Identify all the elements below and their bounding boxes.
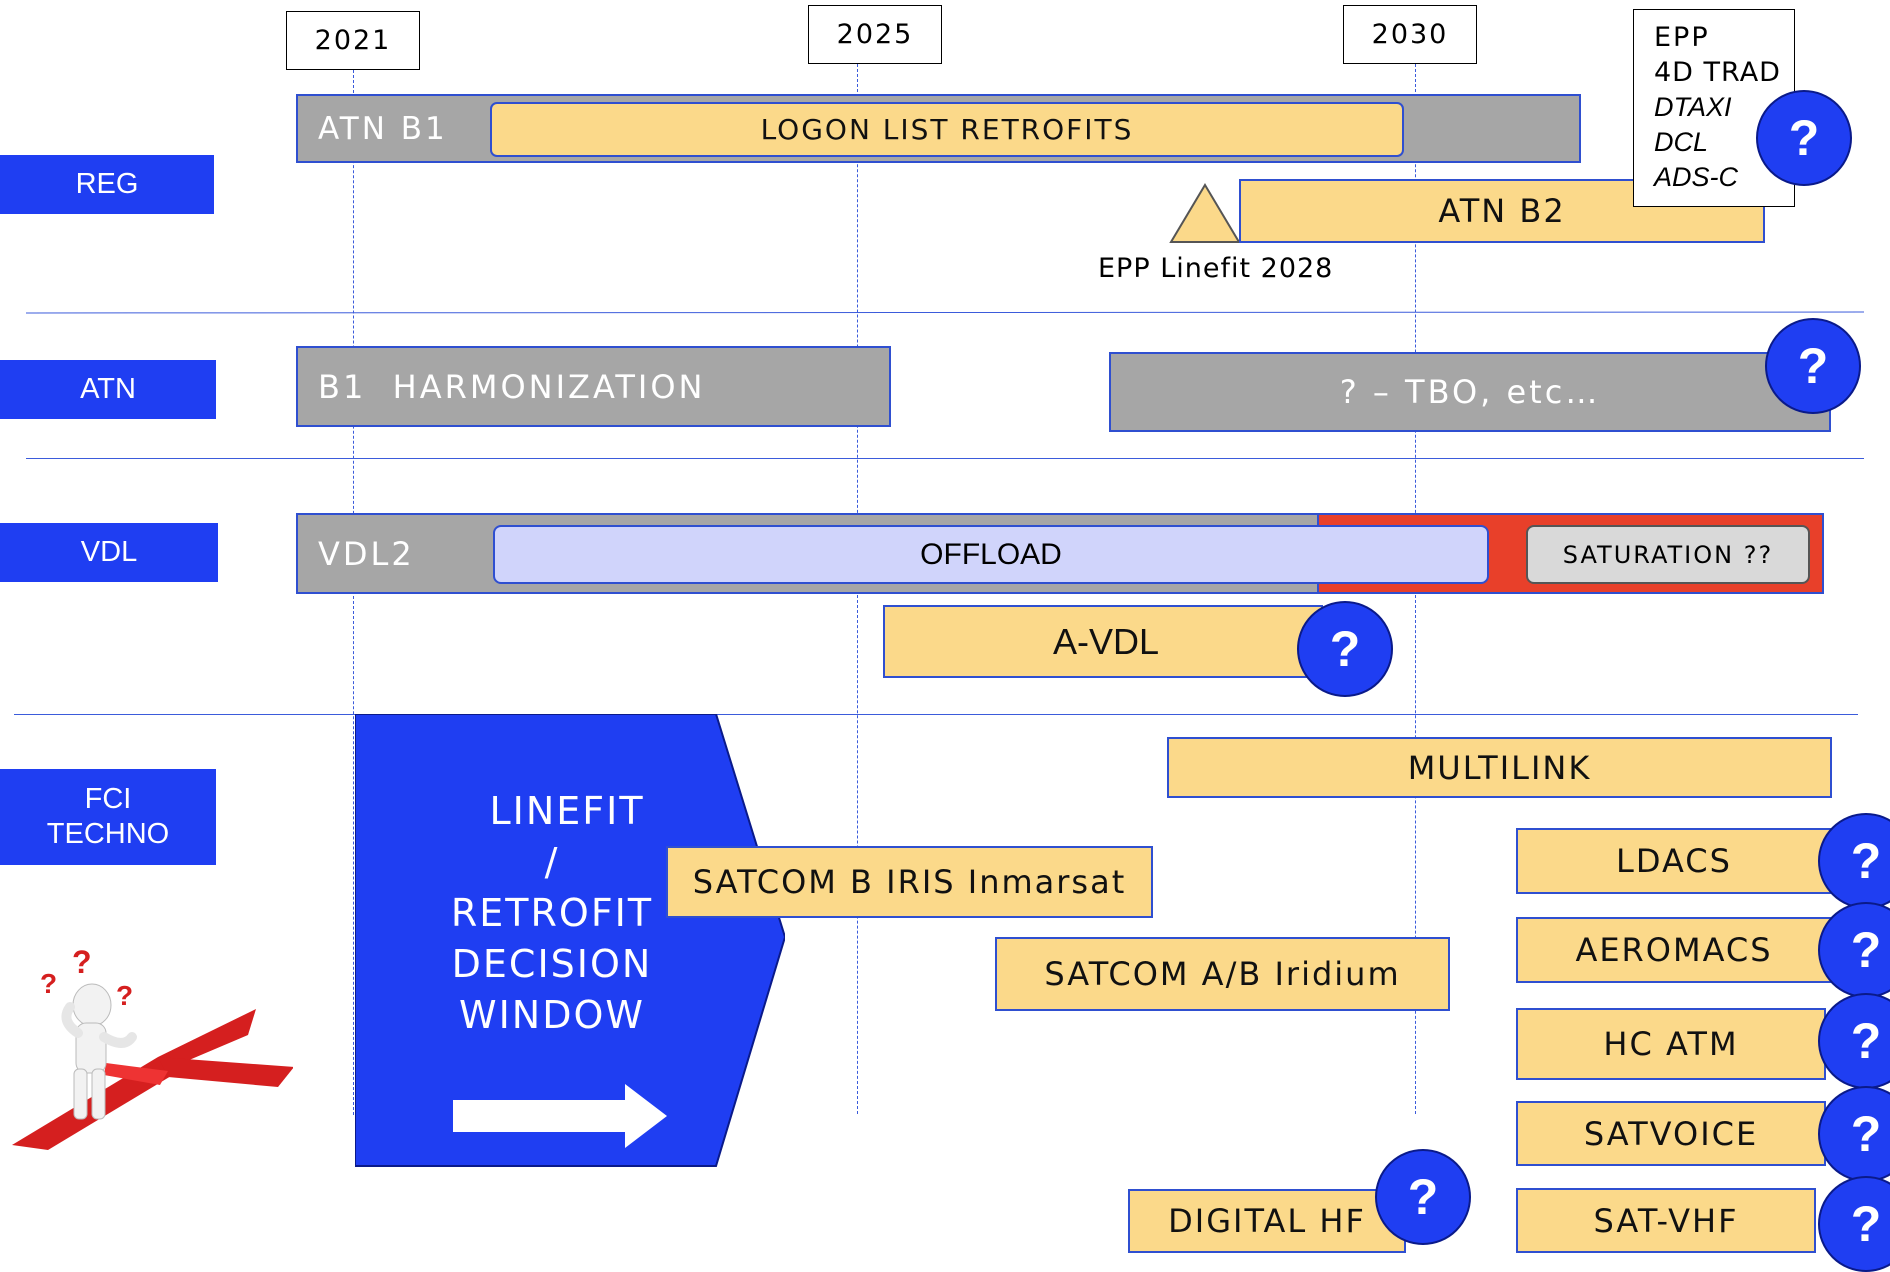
lane-label-vdl: VDL xyxy=(0,523,218,582)
linefit-text: LINEFIT xyxy=(489,789,645,833)
lane-label-reg: REG xyxy=(0,155,214,214)
decision-window-text: LINEFIT / RETROFIT DECISION WINDOW xyxy=(420,786,684,1041)
atn-b1-label: ATN B1 xyxy=(318,110,448,147)
slash-text: / xyxy=(544,840,560,884)
question-icon-avdl: ? xyxy=(1297,601,1393,697)
epp-label: EPP xyxy=(1654,22,1710,53)
separator-reg-atn xyxy=(25,311,1865,314)
year-2030: 2030 xyxy=(1343,5,1477,64)
question-icon-epp: ? xyxy=(1756,90,1852,186)
question-icon-hc-atm: ? xyxy=(1818,993,1890,1089)
b1-harmonization-label: B1 HARMONIZATION xyxy=(318,367,706,406)
tbo-bar: ? – TBO, etc… xyxy=(1109,352,1831,432)
aeromacs-bar: AEROMACS xyxy=(1516,917,1832,983)
offload-label: OFFLOAD xyxy=(920,537,1062,571)
atn-b2-bar: ATN B2 xyxy=(1239,179,1765,243)
decision-text: DECISION xyxy=(451,942,653,986)
question-icon-aeromacs: ? xyxy=(1818,902,1890,998)
ads-c-label: ADS-C xyxy=(1654,162,1739,192)
4d-trad-label: 4D TRAD xyxy=(1654,57,1781,88)
lane-label-fci-techno: FCI TECHNO xyxy=(0,769,216,865)
vdl2-label: VDL2 xyxy=(318,534,415,573)
dcl-label: DCL xyxy=(1654,127,1709,157)
b1-harmonization-bar: B1 HARMONIZATION xyxy=(296,346,891,427)
question-icon-sat-vhf: ? xyxy=(1818,1176,1890,1272)
satcom-b-iris-inmarsat-bar: SATCOM B IRIS Inmarsat xyxy=(666,846,1153,918)
a-vdl-label: A-VDL xyxy=(1053,620,1160,662)
dtaxi-label: DTAXI xyxy=(1654,92,1732,122)
separator-atn-vdl xyxy=(26,458,1864,459)
year-2021: 2021 xyxy=(286,11,420,70)
digital-hf-bar: DIGITAL HF xyxy=(1128,1189,1406,1253)
separator-vdl-fci xyxy=(14,714,1858,715)
hc-atm-bar: HC ATM xyxy=(1516,1008,1826,1080)
decision-window-arrow xyxy=(355,714,785,1167)
svg-text:?: ? xyxy=(40,968,57,999)
sat-vhf-bar: SAT-VHF xyxy=(1516,1188,1816,1253)
question-icon-ldacs: ? xyxy=(1818,813,1890,909)
epp-linefit-triangle xyxy=(1169,183,1241,243)
ldacs-bar: LDACS xyxy=(1516,828,1832,894)
multilink-bar: MULTILINK xyxy=(1167,737,1832,798)
window-text: WINDOW xyxy=(459,993,645,1037)
lane-label-atn: ATN xyxy=(0,360,216,419)
question-icon-tbo: ? xyxy=(1765,318,1861,414)
a-vdl-bar: A-VDL xyxy=(883,605,1323,678)
logon-list-retrofits-bar: LOGON LIST RETROFITS xyxy=(490,102,1404,157)
retrofit-text: RETROFIT xyxy=(450,891,654,935)
satvoice-bar: SATVOICE xyxy=(1516,1101,1826,1166)
tbo-label: ? – TBO, etc… xyxy=(1339,373,1601,411)
epp-linefit-label: EPP Linefit 2028 xyxy=(1098,253,1334,284)
question-icon-digital-hf: ? xyxy=(1375,1149,1471,1245)
saturation-label: SATURATION ?? xyxy=(1562,540,1774,569)
crossroads-figure-illustration: ? ? ? xyxy=(12,945,293,1150)
offload-bar: OFFLOAD xyxy=(493,525,1489,584)
svg-text:?: ? xyxy=(72,945,92,980)
question-icon-satvoice: ? xyxy=(1818,1086,1890,1182)
svg-text:?: ? xyxy=(116,980,133,1011)
satcom-ab-iridium-bar: SATCOM A/B Iridium xyxy=(995,937,1450,1011)
year-2025: 2025 xyxy=(808,5,942,64)
saturation-bar: SATURATION ?? xyxy=(1526,525,1810,584)
